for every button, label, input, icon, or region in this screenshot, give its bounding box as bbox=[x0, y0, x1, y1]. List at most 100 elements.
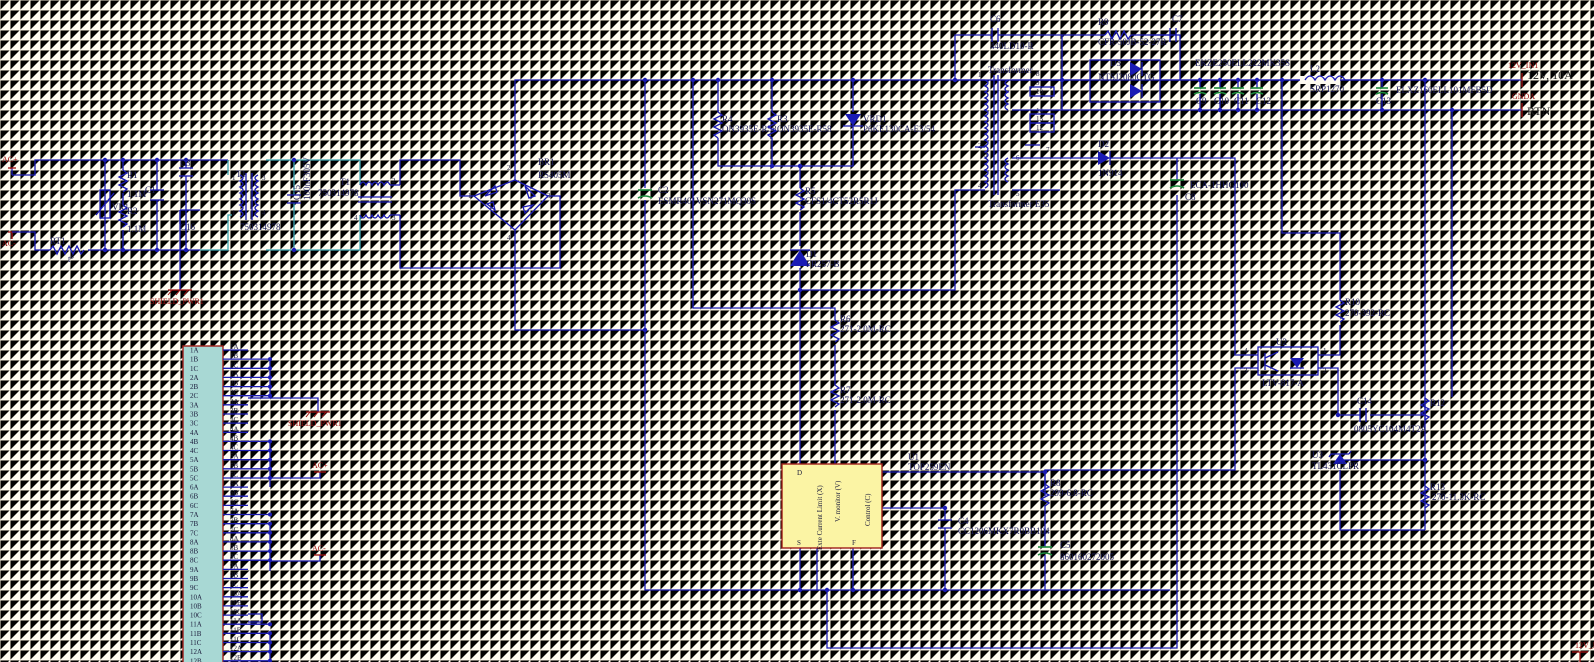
r3-value: ON3935E-R58 bbox=[777, 124, 832, 134]
c4-label: C4 bbox=[958, 516, 969, 526]
r8-resistor[interactable]: R8 299-6.8-RC bbox=[1039, 478, 1093, 507]
r5-label: R5 bbox=[805, 186, 816, 196]
r10-label: R10 bbox=[1345, 297, 1361, 307]
svg-text:2: 2 bbox=[1323, 367, 1327, 375]
connector-pin-label: 4B bbox=[190, 438, 199, 446]
connector-pin-net-label: 7A bbox=[230, 508, 239, 516]
output-gnda-port[interactable]: GNDA RTN bbox=[1512, 92, 1551, 118]
connector-pin-label: 11A bbox=[190, 621, 202, 629]
u1-top259en-ic[interactable]: U1 TOP259EN D S F Exte Current Limit (X)… bbox=[781, 452, 951, 550]
r10-resistor[interactable]: R10 270-392-RC bbox=[1334, 297, 1390, 323]
connector-pin-label: 10B bbox=[190, 602, 202, 610]
c14-capacitor[interactable]: C14 0805YC104M4T2A bbox=[1354, 396, 1428, 434]
r13-resistor[interactable]: R13 270-11.3K-RC bbox=[1419, 482, 1485, 509]
d2-diode[interactable]: D2 1N914 bbox=[1098, 139, 1255, 356]
connector-pin-label: 11C bbox=[190, 639, 202, 647]
connector-pin-net-label: 3C bbox=[230, 416, 239, 424]
c16-capacitor[interactable]: C16 bbox=[179, 210, 196, 232]
connector-shield-port[interactable]: SHIELD_PWR1 bbox=[248, 397, 342, 428]
r12-resistor[interactable]: R12 bbox=[1419, 397, 1445, 421]
connector-pin-label: 9C bbox=[190, 584, 199, 592]
c4-capacitor[interactable]: C4 CC1206MKX7R0BB104 bbox=[938, 516, 1050, 536]
r6-resistor[interactable]: R6 271-2.0M-RC bbox=[829, 314, 891, 343]
c5-label: C5 bbox=[1060, 540, 1071, 550]
connector-pin-label: 3C bbox=[190, 420, 199, 428]
connector-acplus-label: AC+ bbox=[312, 461, 328, 470]
br1-label: BR1 bbox=[538, 157, 555, 167]
ac-plus-port[interactable]: AC+ bbox=[2, 155, 18, 175]
connector-pin-label: 8C bbox=[190, 557, 199, 565]
vrd1-value: P6KE130CA-E3/54 bbox=[863, 124, 936, 134]
output-12v-port-2[interactable]: 12V_I bbox=[1572, 641, 1594, 662]
shield-ground-1[interactable]: SHIELD_PWR1 bbox=[150, 289, 204, 306]
connector-pin-label: 2A bbox=[190, 374, 199, 382]
r3-resistor[interactable]: R3 ON3935E-R58 bbox=[766, 111, 832, 139]
connector-acminus-port[interactable]: AC- bbox=[270, 544, 326, 562]
r2-resistor[interactable]: R2 1.1M bbox=[117, 193, 146, 234]
output-12v-port[interactable]: 12V_IN1 12V, 10A bbox=[1508, 61, 1573, 87]
c12-label: C12 bbox=[1256, 96, 1271, 106]
c11-label: C11 bbox=[1234, 96, 1249, 106]
c6-value: 440LD10-R bbox=[990, 41, 1034, 51]
c2-capacitor[interactable]: C2 ESMR401VSN271MQ30S bbox=[637, 185, 756, 206]
connector-acplus-port[interactable]: AC+ bbox=[270, 461, 328, 479]
l2-inductor[interactable]: L2 SRP1270 bbox=[1300, 64, 1346, 94]
u1-pin-f: F bbox=[852, 539, 856, 547]
connector-pin-net-label: 5A bbox=[230, 453, 239, 461]
connector-pin-label: 3B bbox=[190, 411, 199, 419]
t1-common-mode-choke-a[interactable]: T1 750314978 1 1 3 4 bbox=[232, 169, 281, 232]
xfmr-top-label: Transformer bbox=[988, 65, 1033, 75]
r7-resistor[interactable]: R7 271-2.0M-RC bbox=[829, 384, 891, 408]
rt1-thermistor[interactable]: RT1 t° bbox=[49, 236, 85, 264]
t1-common-mode-choke-b[interactable]: T1 750314978 2 4 3 bbox=[318, 177, 400, 222]
u2-optocoupler[interactable]: U2 LTV-817-A 4 3 1 2 bbox=[1244, 337, 1327, 388]
connector-pin-label: 11B bbox=[190, 630, 202, 638]
connector-acminus-label: AC- bbox=[312, 544, 326, 553]
input-junctions bbox=[102, 157, 297, 253]
c1-label: C1 bbox=[145, 185, 156, 195]
svg-text:2: 2 bbox=[392, 177, 396, 185]
d2-value: 1N914 bbox=[1098, 168, 1123, 178]
svg-text:3: 3 bbox=[392, 214, 396, 222]
connector-pin-net-label: 11C bbox=[230, 636, 242, 644]
r9-resistor[interactable]: R9 CFR-50JB-52-27R C7 bbox=[1098, 14, 1183, 47]
r1-resistor[interactable]: R1 1.1M bbox=[117, 169, 146, 199]
connector-pin-label: 6B bbox=[190, 493, 199, 501]
svg-text:12: 12 bbox=[1036, 124, 1044, 132]
svg-text:13: 13 bbox=[1036, 115, 1044, 123]
connector-pin-net-label: 2A bbox=[230, 370, 239, 378]
c3-capacitor[interactable]: C3 bbox=[179, 158, 193, 177]
connector-junction bbox=[268, 622, 272, 627]
main-transformer[interactable]: Transformer Transformer E35 1 2 3 4 5 6 … bbox=[978, 65, 1055, 209]
connector-pin-label: 9A bbox=[190, 566, 199, 574]
c15-label: C15 bbox=[292, 184, 302, 200]
c11-capacitor[interactable]: C11 bbox=[1231, 80, 1249, 110]
connector-pin-net-label: 8B bbox=[230, 544, 239, 552]
output-capacitor-bank[interactable]: EKZE250ELL222MK35S C9 C10 C11 C12 bbox=[1059, 58, 1290, 113]
vr1-varistor[interactable]: VR1 bbox=[95, 189, 129, 219]
u1-label: U1 bbox=[908, 452, 919, 462]
connector-pin-net-label: 1C bbox=[230, 361, 239, 369]
out-pos-2-label: 12V_I bbox=[1575, 641, 1594, 650]
c5-capacitor[interactable]: C5 860160272005 bbox=[1037, 540, 1115, 562]
u3-shunt-regulator[interactable]: U3 TL431CLPR bbox=[1312, 450, 1359, 471]
d1-value: FR257-B bbox=[806, 259, 840, 269]
vrd1-tvs-diode[interactable]: VRD1 P6KE130CA-E3/54 bbox=[843, 114, 936, 138]
connector-pin-net-label: 6B bbox=[230, 489, 239, 497]
r5-resistor[interactable]: R5 CFS1/4CT52R5R1J bbox=[794, 186, 878, 211]
c1-capacitor[interactable]: C1 bbox=[145, 185, 164, 201]
c5-value: 860160272005 bbox=[1060, 552, 1115, 562]
r4-resistor[interactable]: R4 ON3935E-R58 bbox=[712, 111, 777, 139]
d1-diode[interactable]: D1 FR257-B bbox=[790, 249, 840, 269]
svg-text:3: 3 bbox=[547, 192, 551, 200]
c8-capacitor[interactable]: ECA-1HHG100 C8 bbox=[1169, 158, 1249, 202]
br1-bridge-rectifier[interactable]: BR1 RS405M 1 2 3 4 bbox=[468, 157, 571, 242]
svg-text:3: 3 bbox=[984, 151, 988, 159]
c6-capacitor[interactable]: C6 440LD10-R bbox=[985, 14, 1062, 51]
c15-capacitor[interactable]: C15 100nF305V bbox=[287, 156, 312, 204]
c13-capacitor[interactable]: ELXZ160ELL101MFB5D C13 bbox=[1375, 77, 1493, 113]
rt1-label: RT1 bbox=[50, 236, 65, 246]
shield-ground-1-label: SHIELD_PWR1 bbox=[150, 297, 204, 306]
